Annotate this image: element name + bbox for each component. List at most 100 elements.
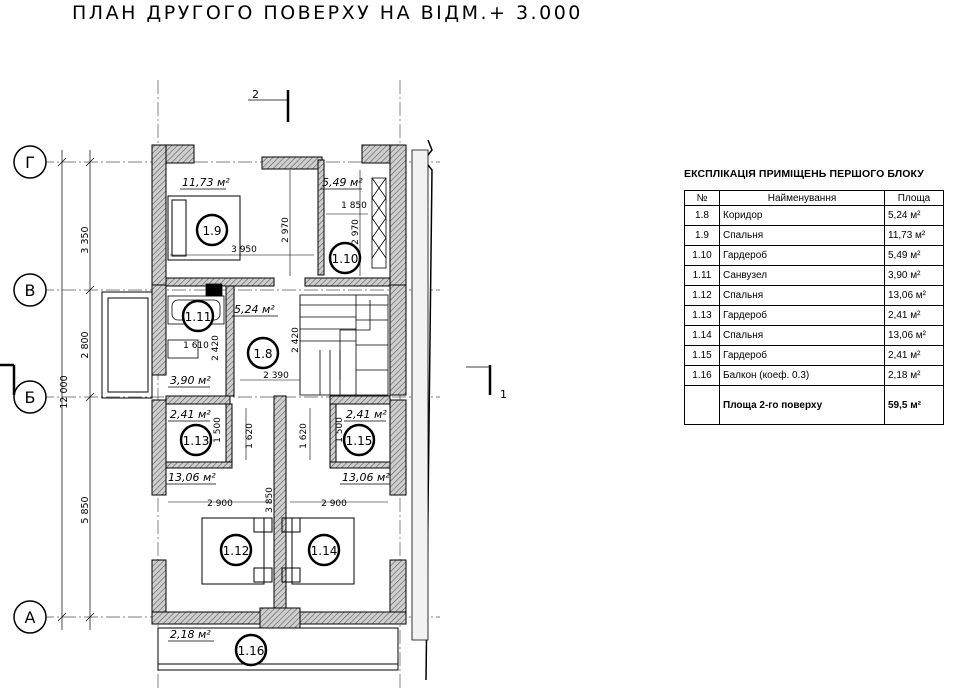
wardrobe-shelves: [371, 177, 387, 269]
row-area: 5,24 м²: [884, 205, 944, 226]
explication-table: № Найменування Площа 1.8 Коридор 5,24 м²…: [684, 190, 944, 425]
header-name: Найменування: [719, 190, 885, 206]
total-num: [684, 385, 720, 425]
explication-header-row: № Найменування Площа: [684, 190, 944, 206]
dim-1620-b: 1 620: [299, 423, 309, 449]
row-num: 1.8: [684, 205, 720, 226]
furniture-beds: [167, 195, 355, 585]
axis-marker-a: А: [13, 600, 47, 634]
table-row: 1.14 Спальня 13,06 м²: [684, 325, 944, 346]
section-mark-1: 1: [500, 388, 507, 401]
dim-1500: 1 500: [213, 417, 223, 443]
row-area: 2,18 м²: [884, 365, 944, 386]
row-area: 3,90 м²: [884, 265, 944, 286]
neighbour-wall: [411, 149, 429, 641]
row-name: Балкон (коеф. 0.3): [719, 365, 885, 386]
section-mark-2: 2: [252, 88, 259, 101]
svg-text:1.12: 1.12: [223, 544, 250, 558]
table-row: 1.15 Гардероб 2,41 м²: [684, 345, 944, 366]
row-name: Гардероб: [719, 345, 885, 366]
dim-2390: 2 390: [263, 371, 289, 381]
row-name: Спальня: [719, 325, 885, 346]
staircase: [299, 294, 389, 396]
area-1-13: 2,41 м²: [170, 408, 211, 421]
area-1-16: 2,18 м²: [170, 628, 211, 641]
row-num: 1.15: [684, 345, 720, 366]
room-tag-1-15: 1.15: [342, 423, 376, 457]
svg-text:1.15: 1.15: [346, 434, 373, 448]
room-tag-1-16: 1.16: [234, 633, 268, 667]
row-num: 1.16: [684, 365, 720, 386]
area-1-11: 3,90 м²: [170, 374, 211, 387]
row-num: 1.12: [684, 285, 720, 306]
row-num: 1.14: [684, 325, 720, 346]
area-1-9: 11,73 м²: [182, 176, 230, 189]
area-1-8: 5,24 м²: [234, 303, 275, 316]
dim-3350: 3 350: [80, 226, 91, 253]
vertical-dimension-labels: 3 350 2 800 12 000 5 850: [59, 226, 91, 523]
svg-text:1.9: 1.9: [202, 224, 221, 238]
axis-marker-b: Б: [13, 380, 47, 414]
axis-marker-g: Г: [13, 145, 47, 179]
area-1-15: 2,41 м²: [346, 408, 387, 421]
table-row: 1.16 Балкон (коеф. 0.3) 2,18 м²: [684, 365, 944, 386]
dim-3850: 3 850: [265, 487, 275, 513]
row-name: Спальня: [719, 285, 885, 306]
bottom-balcony: [157, 627, 399, 671]
room-tag-1-8: 1.8: [246, 336, 280, 370]
room-tags: 1.9 1.10 1.11 1.8 1.13 1.15 1.12 1.14 1.…: [179, 213, 376, 667]
room-tag-1-10: 1.10: [328, 241, 362, 275]
table-row: 1.11 Санвузел 3,90 м²: [684, 265, 944, 286]
svg-text:Б: Б: [25, 388, 36, 407]
area-1-14: 13,06 м²: [342, 471, 390, 484]
svg-text:1.13: 1.13: [183, 434, 210, 448]
row-name: Гардероб: [719, 245, 885, 266]
dim-1500-b: 1 500: [335, 417, 345, 443]
svg-text:1.8: 1.8: [253, 347, 272, 361]
row-num: 1.9: [684, 225, 720, 246]
dim-2970: 2 970: [281, 217, 291, 243]
row-num: 1.13: [684, 305, 720, 326]
room-tag-1-14: 1.14: [307, 533, 341, 567]
dim-2420: 2 420: [291, 327, 301, 353]
explication-title: ЕКСПЛІКАЦІЯ ПРИМІЩЕНЬ ПЕРШОГО БЛОКУ: [684, 168, 924, 180]
row-area: 2,41 м²: [884, 345, 944, 366]
table-row: 1.12 Спальня 13,06 м²: [684, 285, 944, 306]
dim-3950: 3 950: [231, 245, 257, 255]
row-name: Спальня: [719, 225, 885, 246]
area-1-12: 13,06 м²: [168, 471, 216, 484]
svg-text:1.11: 1.11: [185, 310, 212, 324]
room-tag-1-13: 1.13: [179, 423, 213, 457]
table-row: 1.10 Гардероб 5,49 м²: [684, 245, 944, 266]
row-num: 1.10: [684, 245, 720, 266]
dim-2900: 2 900: [207, 499, 233, 509]
dim-2900-b: 2 900: [321, 499, 347, 509]
axis-markers: Г В Б А: [13, 145, 47, 634]
room-tag-1-12: 1.12: [219, 533, 253, 567]
svg-text:1.16: 1.16: [238, 644, 265, 658]
svg-text:Г: Г: [25, 153, 35, 172]
area-1-10: 5,49 м²: [322, 176, 363, 189]
row-num: 1.11: [684, 265, 720, 286]
side-balcony: [101, 291, 153, 399]
header-area: Площа: [884, 190, 944, 206]
svg-text:1.10: 1.10: [332, 252, 359, 266]
header-num: №: [684, 190, 720, 206]
axis-marker-v: В: [13, 273, 47, 307]
table-row: 1.9 Спальня 11,73 м²: [684, 225, 944, 246]
drawing-title: ПЛАН ДРУГОГО ПОВЕРХУ НА ВІДМ.+ 3.000: [72, 2, 583, 24]
total-area: 59,5 м²: [884, 385, 944, 425]
total-row: Площа 2-го поверху 59,5 м²: [684, 385, 944, 425]
axis-lines: [40, 80, 440, 690]
svg-text:1.14: 1.14: [311, 544, 338, 558]
svg-text:В: В: [25, 281, 36, 300]
dim-2800: 2 800: [80, 331, 91, 358]
total-name: Площа 2-го поверху: [719, 385, 885, 425]
row-name: Санвузел: [719, 265, 885, 286]
dim-12000: 12 000: [59, 375, 70, 408]
row-area: 11,73 м²: [884, 225, 944, 246]
dim-1610: 1 610: [183, 341, 209, 351]
room-tag-1-11: 1.11: [181, 299, 215, 333]
dim-5850: 5 850: [80, 496, 91, 523]
